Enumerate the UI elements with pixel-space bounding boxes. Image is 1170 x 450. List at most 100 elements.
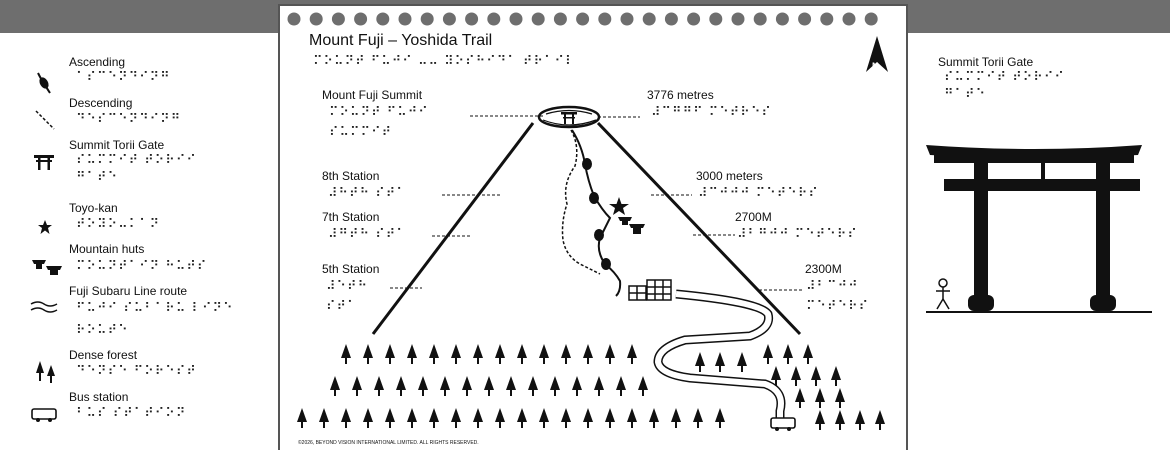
tree-icon [517,408,527,428]
tree-icon [484,376,494,396]
tree-icon [539,344,549,364]
tree-icon [627,408,637,428]
tree-icon [429,408,439,428]
legend-forest-braille: ⠙⠑⠝⠎⠑ ⠋⠕⠗⠑⠎⠞ [76,364,197,379]
ascending-icon [37,72,51,94]
binder-hole [687,12,701,26]
mountain-right-slope [596,121,802,336]
binder-hole [576,12,590,26]
binder-hole [642,12,656,26]
binder-hole [553,12,567,26]
forest-icon [36,361,55,383]
binder-hole [864,12,878,26]
descending-trail [561,129,601,275]
summit-torii-icon [561,112,577,124]
tree-icon [407,344,417,364]
tree-icon [473,344,483,364]
binder-hole [287,12,301,26]
tree-icon [341,344,351,364]
binder-hole [709,12,723,26]
tree-icon [763,344,773,364]
tree-icon [451,344,461,364]
station-buildings-icon [628,279,672,301]
tree-icon [473,408,483,428]
tree-icon [352,376,362,396]
binder-hole [531,12,545,26]
legend-ascending-label: Ascending [69,55,126,69]
tree-icon [297,408,307,428]
tree-icon [695,352,705,372]
binder-hole [664,12,678,26]
road-route-icon [30,301,58,313]
tree-icon [605,408,615,428]
station8-braille: ⠼⠓⠞⠓ ⠎⠞⠁ [328,186,407,201]
copyright-notice: ©2026, BEYOND VISION INTERNATIONAL LIMIT… [298,440,479,446]
tree-icon [835,388,845,408]
tree-icon [831,366,841,386]
binder-hole [309,12,323,26]
tree-icon [528,376,538,396]
binder-hole [820,12,834,26]
legend-torii-braille-1: ⠎⠥⠍⠍⠊⠞ ⠞⠕⠗⠊⠊ [76,153,197,168]
binder-hole [842,12,856,26]
tree-icon [855,410,865,430]
legend-bus-label: Bus station [69,390,129,404]
mountain-map: N [297,36,888,431]
station5-label: 5th Station [322,262,380,276]
binder-hole [620,12,634,26]
tree-icon [561,344,571,364]
tree-icon [561,408,571,428]
station8-elevation: 3000 meters [696,169,763,183]
tree-icon [638,376,648,396]
mountain-hut-icon [32,260,62,275]
tree-icon [495,408,505,428]
toyokan-star-icon [609,197,629,215]
tree-icon [693,408,703,428]
summit-label: Mount Fuji Summit [322,88,423,102]
north-arrow-icon: N [866,36,888,72]
tree-icon [627,344,637,364]
binder-hole [331,12,345,26]
map-title: Mount Fuji – Yoshida Trail [309,32,493,49]
tree-icon [341,408,351,428]
legend-toyokan-braille: ⠞⠕⠽⠕⠤⠅⠁⠝ [76,217,161,232]
legend-subaru-braille-2: ⠗⠕⠥⠞⠑ [76,323,129,338]
tree-icon [363,344,373,364]
mountain-huts-icon [618,217,645,234]
tree-icon [616,376,626,396]
mountain-left-slope [371,122,535,335]
tree-icon [462,376,472,396]
binder-hole [442,12,456,26]
summit-elevation-braille: ⠼⠉⠛⠛⠋ ⠍⠑⠞⠗⠑⠎ [651,105,772,120]
station5-elevation-braille-1: ⠼⠃⠉⠚⠚ [806,279,859,294]
legend-torii-label: Summit Torii Gate [69,138,165,152]
tree-icon [594,376,604,396]
tree-icon [495,344,505,364]
station8-elevation-braille: ⠼⠉⠚⠚⠚ ⠍⠑⠞⠑⠗⠎ [698,186,819,201]
tree-icon [791,366,801,386]
binder-hole [509,12,523,26]
person-scale-icon [936,278,950,310]
binder-hole [753,12,767,26]
tree-icon [363,408,373,428]
trail-map-panel: Mount Fuji – Yoshida Trail ⠍⠕⠥⠝⠞ ⠋⠥⠚⠊ ⠤⠤… [278,4,908,450]
tree-icon [737,352,747,372]
bus-station-icon [770,417,796,431]
tree-icon [418,376,428,396]
summit-elevation: 3776 metres [647,88,714,102]
station7-elevation: 2700M [735,210,772,224]
legend-panel: Ascending ⠁⠎⠉⠑⠝⠙⠊⠝⠛ Descending ⠙⠑⠎⠉⠑⠝⠙⠊⠝… [0,33,278,450]
legend-bus-braille: ⠃⠥⠎ ⠎⠞⠁⠞⠊⠕⠝ [76,406,187,421]
legend-huts-braille: ⠍⠕⠥⠝⠞⠁⠊⠝ ⠓⠥⠞⠎ [76,259,208,274]
tree-icon [583,344,593,364]
tree-icon [771,366,781,386]
tree-icon [715,408,725,428]
tree-icon [583,408,593,428]
tree-icon [795,388,805,408]
torii-gate-icon [34,155,54,170]
binder-hole [598,12,612,26]
torii-gate-illustration [926,145,1152,313]
legend-subaru-label: Fuji Subaru Line route [69,284,188,298]
tree-icon [803,344,813,364]
binder-hole [465,12,479,26]
